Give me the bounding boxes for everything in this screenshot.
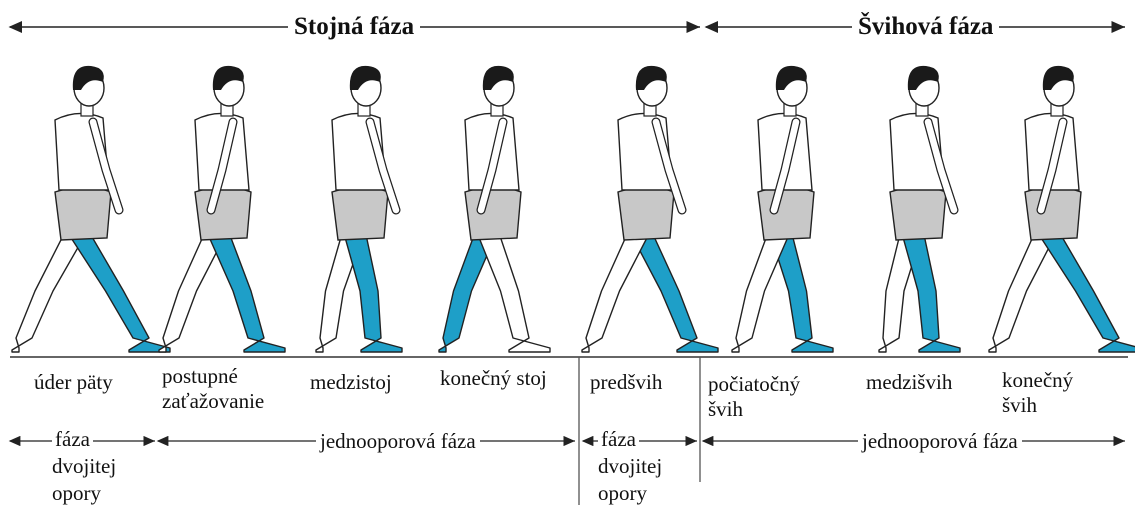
shorts	[195, 187, 251, 240]
back-leg	[12, 230, 88, 352]
walking-figure-1	[12, 66, 170, 352]
walking-figure-4	[439, 66, 550, 352]
shorts	[890, 187, 946, 240]
label-preswing: predšvih	[590, 370, 662, 395]
label-loading-response: postupné zaťažovanie	[162, 364, 264, 414]
shorts	[618, 187, 674, 240]
walking-figure-8	[989, 66, 1135, 352]
stance-phase-title: Stojná fáza	[288, 10, 420, 44]
walking-figure-6	[732, 66, 833, 352]
double-support-label-1: fáza dvojitej opory	[52, 426, 116, 507]
front-leg	[901, 230, 960, 352]
label-heel-strike: úder päty	[34, 370, 113, 395]
double-support-label-2: fáza dvojitej opory	[598, 426, 662, 507]
swing-phase-title: Švihová fáza	[852, 10, 999, 44]
walking-figure-5	[582, 66, 718, 352]
walking-figure-2	[159, 66, 285, 352]
shorts	[1025, 187, 1081, 240]
front-leg	[206, 230, 285, 352]
front-leg	[732, 230, 791, 352]
label-midswing: medzišvih	[866, 370, 952, 395]
shorts	[758, 187, 814, 240]
walking-figure-7	[879, 66, 960, 352]
single-support-label-2: jednooporová fáza	[858, 429, 1022, 454]
shorts	[332, 187, 388, 240]
label-midstance: medzistoj	[310, 370, 392, 395]
front-leg	[343, 230, 402, 352]
label-terminal-stance: konečný stoj	[440, 366, 547, 391]
label-initial-swing: počiatočný švih	[708, 372, 800, 422]
front-leg	[66, 230, 170, 352]
front-leg	[1036, 230, 1135, 352]
back-leg	[629, 230, 718, 352]
shorts	[465, 187, 521, 240]
front-leg	[582, 230, 651, 352]
label-terminal-swing: konečný švih	[1002, 368, 1073, 418]
walking-figure-3	[316, 66, 402, 352]
front-leg	[476, 230, 550, 352]
single-support-label-1: jednooporová fáza	[316, 429, 480, 454]
shorts	[55, 187, 111, 240]
